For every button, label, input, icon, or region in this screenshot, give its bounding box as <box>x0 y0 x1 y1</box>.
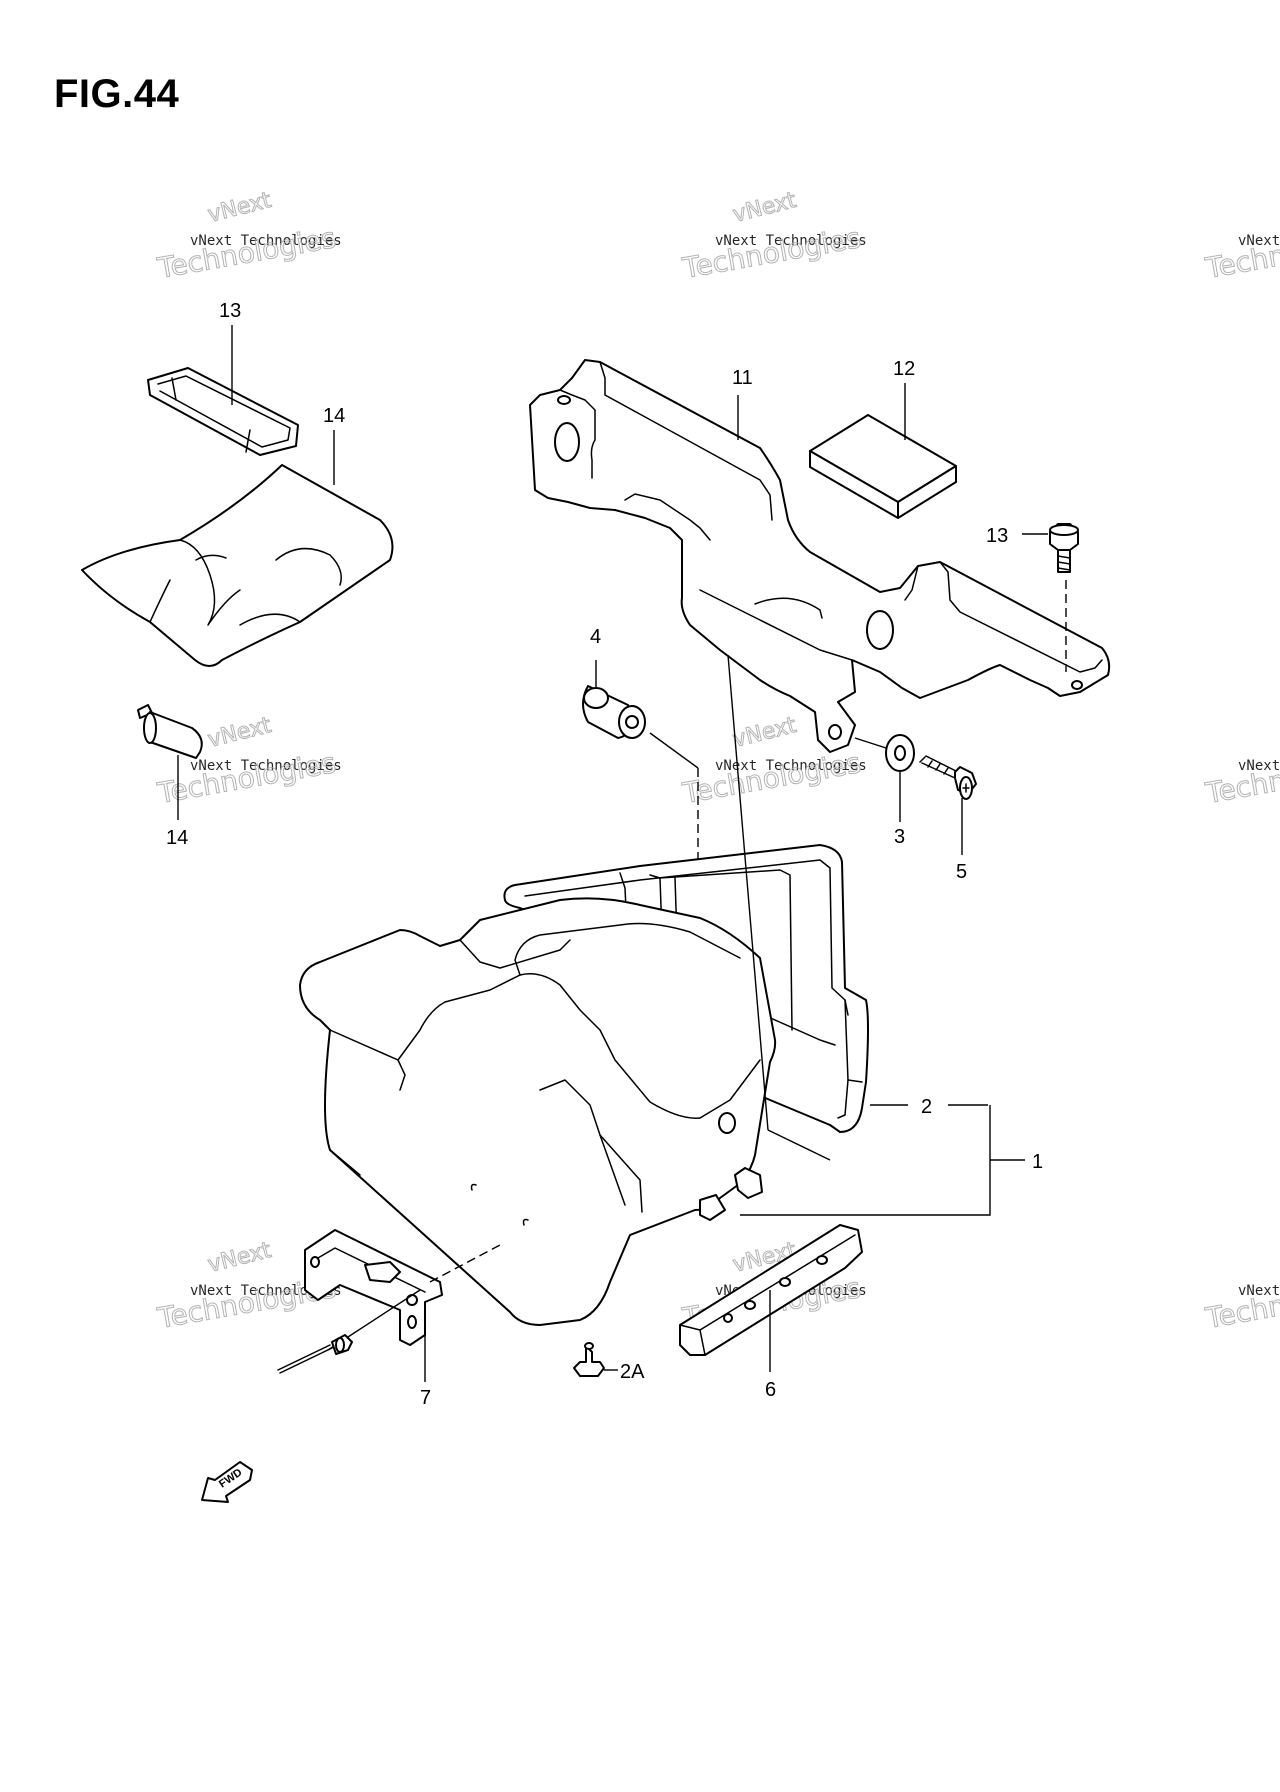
part-6-plate <box>679 1224 863 1356</box>
svg-text:Technologies: Technologies <box>155 746 339 810</box>
svg-text:Technologies: Technologies <box>155 221 339 285</box>
part-7-bracket <box>304 1229 443 1346</box>
callout-3: 3 <box>894 826 905 848</box>
svg-text:vNext Technologies: vNext Technologies <box>1238 1283 1280 1299</box>
callout-13: 14 <box>323 405 345 427</box>
fwd-arrow-icon: FWD <box>201 1461 253 1503</box>
svg-text:vNext Technologies: vNext Technologies <box>1238 758 1280 774</box>
callout-11: 13 <box>986 525 1008 547</box>
part-10-pad <box>809 414 957 519</box>
svg-text:vNext: vNext <box>205 1238 274 1278</box>
line-9-box-b <box>767 1129 831 1161</box>
watermark-6: vNext Technologies Technologies <box>1202 746 1280 811</box>
part-2A-bolt <box>573 1342 605 1377</box>
part-1-battery-box <box>299 897 777 1326</box>
part-12-band <box>147 367 299 456</box>
part-9-bracket <box>529 359 1111 753</box>
svg-text:vNext: vNext <box>205 713 274 753</box>
svg-text:Technologies: Technologies <box>680 221 864 285</box>
svg-text:Technologies: Technologies <box>680 746 864 810</box>
watermark-1: vNext vNext Technologies Technologies <box>154 187 342 285</box>
svg-text:Technologies: Technologies <box>1203 221 1280 285</box>
callout-7: 7 <box>420 1387 431 1409</box>
part-5-bolt <box>919 755 977 800</box>
line-4a <box>649 732 699 769</box>
callout-1: 1 <box>1032 1151 1043 1173</box>
callout-10: 12 <box>893 358 915 380</box>
svg-text:vNext Technologies: vNext Technologies <box>715 758 867 774</box>
callout-12: 13 <box>219 300 241 322</box>
callout-2: 2 <box>921 1096 932 1118</box>
callout-6: 6 <box>765 1379 776 1401</box>
line-9-box <box>727 654 769 1131</box>
svg-text:Technologies: Technologies <box>1203 746 1280 810</box>
svg-text:vNext Technologies: vNext Technologies <box>190 758 342 774</box>
svg-text:vNext Technologies: vNext Technologies <box>1238 233 1280 249</box>
svg-text:vNext Technologies: vNext Technologies <box>715 233 867 249</box>
callout-4: 4 <box>590 626 601 648</box>
callout-2A: 2A <box>620 1361 645 1383</box>
svg-text:vNext Technologies: vNext Technologies <box>190 233 342 249</box>
callout-5: 5 <box>956 861 967 883</box>
svg-text:Technologies: Technologies <box>1203 1271 1280 1335</box>
watermark-2: vNext vNext Technologies Technologies <box>679 187 867 285</box>
callout-14: 14 <box>166 827 188 849</box>
part-11-bolt <box>1049 523 1079 573</box>
svg-text:vNext Technologies: vNext Technologies <box>190 1283 342 1299</box>
svg-text:vNext: vNext <box>730 713 799 753</box>
leader-1-bracket <box>740 1105 991 1216</box>
svg-text:vNext: vNext <box>205 188 274 228</box>
watermark-3: vNext Technologies Technologies <box>1202 221 1280 286</box>
part-4-collar <box>582 685 646 739</box>
callout-9: 11 <box>732 367 753 389</box>
part-13-cover <box>81 464 394 667</box>
part-7-pin <box>277 1334 353 1374</box>
line-3a <box>854 737 887 749</box>
part-3-washer <box>885 734 915 772</box>
part-14-grommet <box>137 704 203 759</box>
figure-title: FIG.44 <box>54 72 180 116</box>
svg-text:vNext: vNext <box>730 188 799 228</box>
watermark-9: vNext Technologies Technologies <box>1202 1271 1280 1336</box>
